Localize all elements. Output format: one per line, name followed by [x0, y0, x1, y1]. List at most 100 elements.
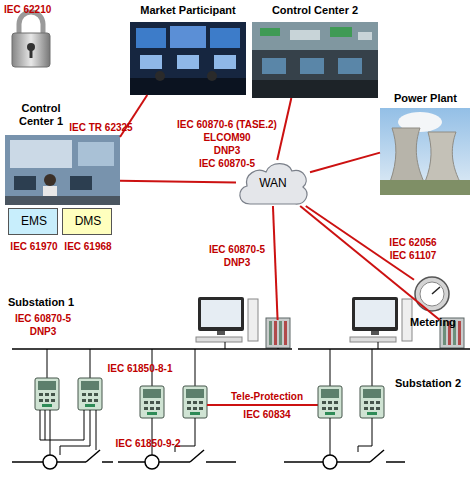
rtu-rack [266, 318, 290, 348]
standard-label: ELCOM90 [172, 131, 282, 144]
switch-blade [370, 450, 384, 462]
wiring [40, 410, 96, 455]
photo-background [130, 22, 246, 95]
photo-background [252, 22, 378, 98]
wiring [152, 418, 195, 455]
desk-screen [214, 55, 236, 69]
cooling-tower [390, 128, 424, 182]
wall-screen [170, 26, 206, 48]
desk-screen [177, 55, 199, 69]
standard-label: IEC 60870-6 (TASE.2) [172, 118, 282, 131]
sky [380, 108, 470, 195]
desk-screen [262, 58, 286, 74]
photo-node: Market Participant [130, 22, 246, 95]
standard-label: IEC 61970 [5, 240, 63, 253]
feeder-line [118, 461, 145, 463]
wiring [330, 418, 372, 455]
photo-background [5, 135, 120, 205]
switch-blade [190, 450, 204, 462]
feeder-line [102, 461, 113, 463]
network-link [120, 181, 236, 183]
cooling-tower [425, 132, 460, 182]
ied-device [183, 386, 207, 418]
power-plant-photo [380, 108, 470, 195]
photo-node: Power Plant [380, 108, 470, 195]
desk-screen [140, 55, 162, 69]
feeder-line [12, 461, 43, 463]
wall-screen [78, 142, 114, 166]
current-transformer [43, 455, 57, 469]
standard-label: IEC 61968 [59, 240, 117, 253]
standard-label: IEC 61850-9-2 [106, 437, 190, 450]
desk-screen [338, 58, 362, 74]
photo-node: Control Center 2 [252, 22, 378, 98]
box-label: DMS [63, 215, 113, 228]
ied-device [140, 386, 164, 418]
ied-device [318, 386, 342, 418]
meter-housing [415, 277, 449, 311]
meter-node: Metering [414, 276, 450, 312]
edge-label: IEC TR 62325 [66, 121, 136, 134]
desk [252, 80, 378, 98]
meter [415, 277, 449, 311]
feeder-line [284, 461, 323, 463]
current-transformer [323, 455, 337, 469]
network-link [300, 206, 440, 320]
standard-label: IEC 61850-8-1 [100, 362, 180, 375]
standard-label: Tele-Protection [220, 390, 314, 403]
bus-drop [47, 349, 48, 378]
padlock-body [12, 33, 50, 67]
mimic-panel [260, 28, 280, 36]
photo-node: Control Center 1 [5, 135, 120, 205]
mimic-panel [358, 32, 372, 40]
mimic-panel [330, 27, 352, 37]
edge-label: IEC 62056 IEC 61107 [383, 236, 443, 262]
network-link [277, 98, 291, 160]
node-title: Power Plant [394, 92, 474, 105]
computer [196, 297, 258, 342]
standard-label: IEC 60834 [220, 408, 314, 421]
node-title: Metering [410, 316, 472, 329]
edge-label: IEC 60870-5 DNP3 [204, 243, 270, 269]
standard-label: DNP3 [172, 144, 282, 157]
bus-drop [90, 349, 91, 378]
desk-screen [300, 58, 324, 74]
current-transformer [145, 455, 159, 469]
keyhole [30, 49, 33, 58]
feeder-line [159, 461, 190, 463]
feeder-line [206, 461, 236, 463]
network-link [310, 153, 380, 173]
station-bus [298, 348, 470, 350]
system-box: EMSIEC 61970 [8, 208, 58, 235]
bus-drop [195, 349, 196, 386]
control-center-1-photo [5, 135, 120, 205]
desk [130, 78, 246, 95]
node-title: Market Participant [118, 4, 258, 17]
bus-drop [278, 348, 279, 349]
standard-label: IEC 60870-5 [172, 157, 282, 170]
market-participant-photo [130, 22, 246, 95]
ied-device [360, 386, 384, 418]
wall-screen [136, 28, 166, 48]
person [207, 71, 217, 81]
ground [380, 180, 470, 195]
desk-screen [14, 176, 36, 190]
padlock [12, 12, 50, 67]
standard-label: IEC 60870-5 DNP3 [10, 312, 76, 338]
cloud-label: WAN [236, 177, 310, 190]
operator [44, 174, 56, 186]
system-box: DMSIEC 61968 [62, 208, 112, 235]
person [155, 71, 165, 81]
mimic-board [252, 22, 378, 50]
node-title: Substation 2 [395, 377, 470, 390]
bus-drop [372, 349, 373, 386]
padlock-shackle [19, 12, 43, 34]
network-link [273, 206, 278, 320]
node-title: Control Center 2 [247, 4, 383, 17]
node-title: Substation 1 [8, 296, 108, 309]
node-title: Control Center 1 [11, 102, 71, 128]
switch-blade [86, 450, 100, 462]
feeder-line [57, 461, 86, 463]
feeder-line [337, 461, 370, 463]
